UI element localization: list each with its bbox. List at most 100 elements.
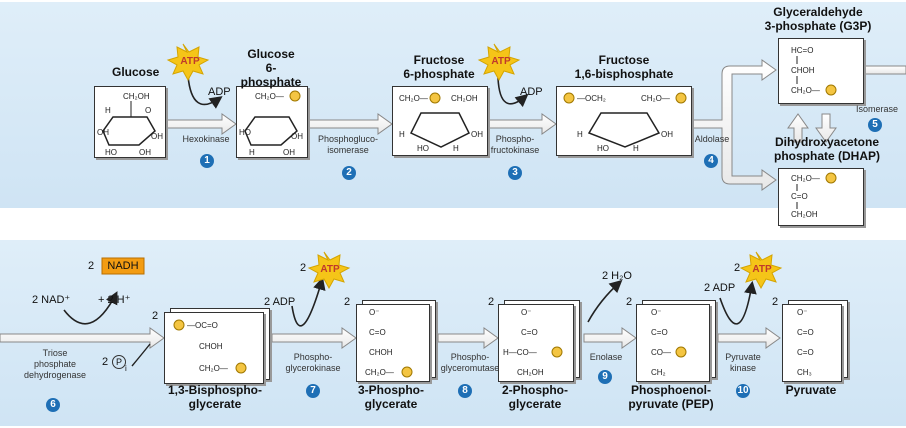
step-7-badge: 7: [306, 384, 320, 398]
svg-text:CH₂O—: CH₂O—: [791, 174, 820, 183]
svg-text:CH₂O—: CH₂O—: [255, 92, 284, 101]
svg-text:CH₂O—: CH₂O—: [399, 94, 428, 103]
pep-box: O⁻C=O CO— CH₂: [636, 304, 710, 382]
atp-label-4: ATP: [752, 264, 772, 275]
step-4-badge: 4: [704, 154, 718, 168]
pi-subscript: i: [125, 364, 127, 373]
svg-text:CH₂OH: CH₂OH: [451, 94, 478, 103]
nad-label: 2 NAD⁺: [32, 294, 71, 306]
atp-coefficient-3: 2: [300, 262, 307, 274]
triose-dh-label: Triose phosphate dehydrogenase: [23, 348, 87, 380]
arrow-isomerase-down: [815, 113, 837, 143]
nadh-coefficient: 2: [88, 260, 95, 272]
f6p-label: Fructose 6-phosphate: [403, 53, 475, 81]
svg-text:C=O: C=O: [791, 192, 808, 201]
atp-to-adp-1: [187, 75, 223, 109]
pi-coefficient: 2: [102, 356, 109, 368]
svg-text:O⁻: O⁻: [797, 308, 807, 317]
step-2-badge: 2: [342, 166, 356, 180]
svg-text:H—CO—: H—CO—: [503, 348, 537, 357]
atp-burst-3: [307, 251, 351, 290]
svg-text:CH₂OH: CH₂OH: [517, 368, 544, 377]
arrow-step8: [437, 327, 499, 349]
adp-to-atp-10: [719, 280, 757, 325]
svg-text:CH₂OH: CH₂OH: [791, 210, 818, 219]
glucose-label: Glucose: [112, 65, 160, 79]
pg2-box: O⁻C=O H—CO— CH₂OH: [498, 304, 574, 382]
coefficient-pep: 2: [626, 296, 633, 308]
coefficient-2pg: 2: [488, 296, 495, 308]
phosphofructokinase-label: Phospho- fructokinase: [490, 134, 540, 155]
svg-text:OH: OH: [283, 148, 295, 157]
atp-label-3: ATP: [320, 264, 340, 275]
phosphoglyceromutase-label: Phospho- glyceromutase: [440, 352, 500, 373]
pg2-label: 2-Phospho- glycerate: [502, 383, 568, 411]
atp-burst-2: [477, 43, 521, 82]
g3p-label: Glyceraldehyde 3-phosphate (G3P): [764, 5, 872, 33]
svg-text:CH₂OH: CH₂OH: [123, 92, 150, 101]
svg-text:OH: OH: [139, 148, 151, 157]
nadh-label: NADH: [107, 260, 139, 272]
step-9-badge: 9: [598, 370, 612, 384]
svg-text:HO: HO: [597, 144, 609, 153]
arrow-isomerase-up: [787, 113, 809, 143]
svg-text:OH: OH: [151, 132, 163, 141]
dhap-label: Dihydroxyacetone phosphate (DHAP): [774, 135, 880, 163]
svg-text:H: H: [105, 106, 111, 115]
arrow-step10: [717, 327, 781, 349]
atp-burst-1: [166, 43, 210, 82]
adp-label-3: 2 ADP: [264, 296, 296, 308]
h-plus-label: + 2 H⁺: [98, 294, 131, 306]
svg-text:CHOH: CHOH: [369, 348, 393, 357]
step-1-badge: 1: [200, 154, 214, 168]
adp-label-4: 2 ADP: [704, 282, 736, 294]
g6p-structure: CH₂O— HO OH H OH: [239, 90, 303, 157]
arrow-step2: [305, 113, 393, 135]
svg-text:HO: HO: [239, 128, 251, 137]
h2o-label: 2 H₂O: [602, 270, 632, 282]
svg-text:OH: OH: [471, 130, 483, 139]
enolase-label: Enolase: [589, 352, 623, 362]
svg-text:CH₂O—: CH₂O—: [199, 364, 228, 373]
pep-structure: O⁻C=O CO— CH₂: [651, 308, 687, 377]
aldolase-label: Aldolase: [694, 134, 730, 144]
svg-text:H: H: [249, 148, 255, 157]
phosphoglucoisomerase-label: Phosphogluco- isomerase: [317, 134, 379, 155]
svg-text:H: H: [453, 144, 459, 153]
phosphoglycerokinase-label: Phospho- glycerokinase: [285, 352, 341, 373]
atp-label-1: ATP: [180, 56, 200, 67]
svg-text:CO—: CO—: [651, 348, 671, 357]
dhap-structure: CH₂O— C=O CH₂OH: [791, 172, 837, 219]
pep-label: Phosphoenol- pyruvate (PEP): [628, 383, 714, 411]
pyruvate-label: Pyruvate: [785, 383, 837, 397]
atp-burst-4: [739, 251, 783, 290]
svg-text:CH₂O—: CH₂O—: [791, 86, 820, 95]
atp-bursts: [166, 43, 783, 290]
pyruvate-kinase-label: Pyruvate kinase: [725, 352, 761, 373]
svg-text:HO: HO: [417, 144, 429, 153]
svg-text:C=O: C=O: [369, 328, 386, 337]
svg-text:O⁻: O⁻: [521, 308, 531, 317]
step-10-badge: 10: [736, 384, 750, 398]
arrow-step1: [165, 113, 237, 135]
pi-in-arrow: [131, 343, 151, 367]
svg-text:OH: OH: [97, 128, 109, 137]
adp-label-1: ADP: [208, 86, 231, 98]
arrow-step6: [0, 327, 165, 349]
svg-text:HC=O: HC=O: [791, 46, 813, 55]
arrow-step7: [271, 327, 357, 349]
svg-text:OH: OH: [291, 132, 303, 141]
bpg-label: 1,3-Bisphospho- glycerate: [167, 383, 262, 411]
